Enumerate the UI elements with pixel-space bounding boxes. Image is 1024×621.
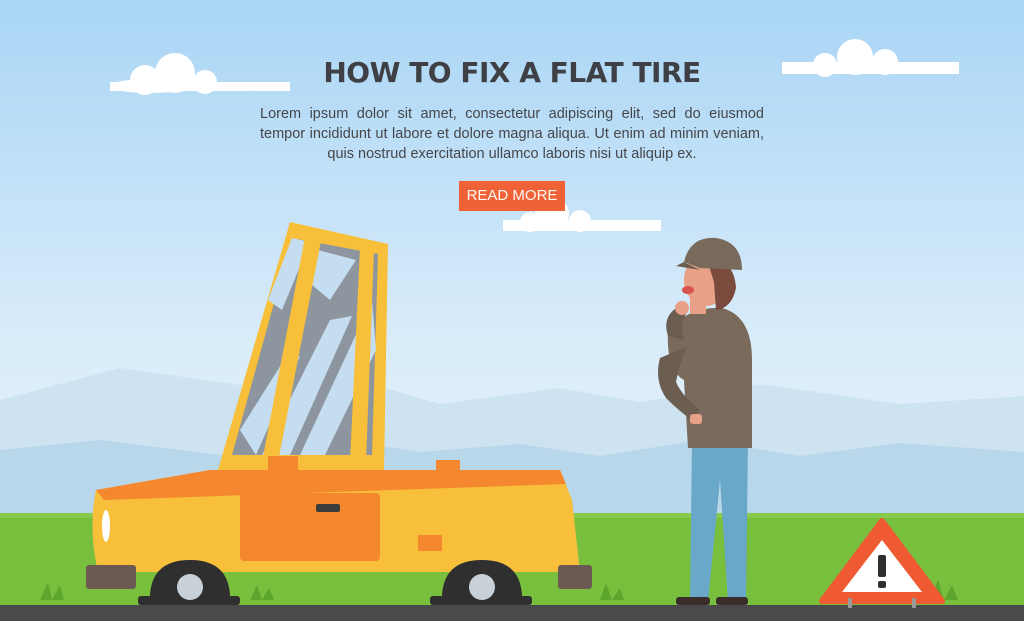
exclamation-icon [878, 555, 886, 588]
cloud-left [110, 53, 290, 95]
read-more-button[interactable]: READ MORE [459, 181, 565, 211]
car-headlight [102, 510, 110, 542]
man [658, 237, 752, 605]
man-legs [690, 440, 748, 602]
rear-flat-tire [430, 560, 532, 605]
car-lid-frame [262, 232, 322, 462]
description-text: Lorem ipsum dolor sit amet, consectetur … [260, 106, 764, 162]
rear-bumper [558, 565, 592, 589]
page-title: HOW TO FIX A FLAT TIRE [323, 56, 701, 89]
man-cap [684, 237, 742, 270]
warning-triangle-icon [819, 518, 945, 608]
car-door [240, 493, 380, 561]
car [86, 222, 592, 605]
front-flat-tire [138, 560, 240, 605]
front-bumper [86, 565, 136, 589]
road [0, 605, 1024, 621]
cloud-right [782, 39, 959, 77]
